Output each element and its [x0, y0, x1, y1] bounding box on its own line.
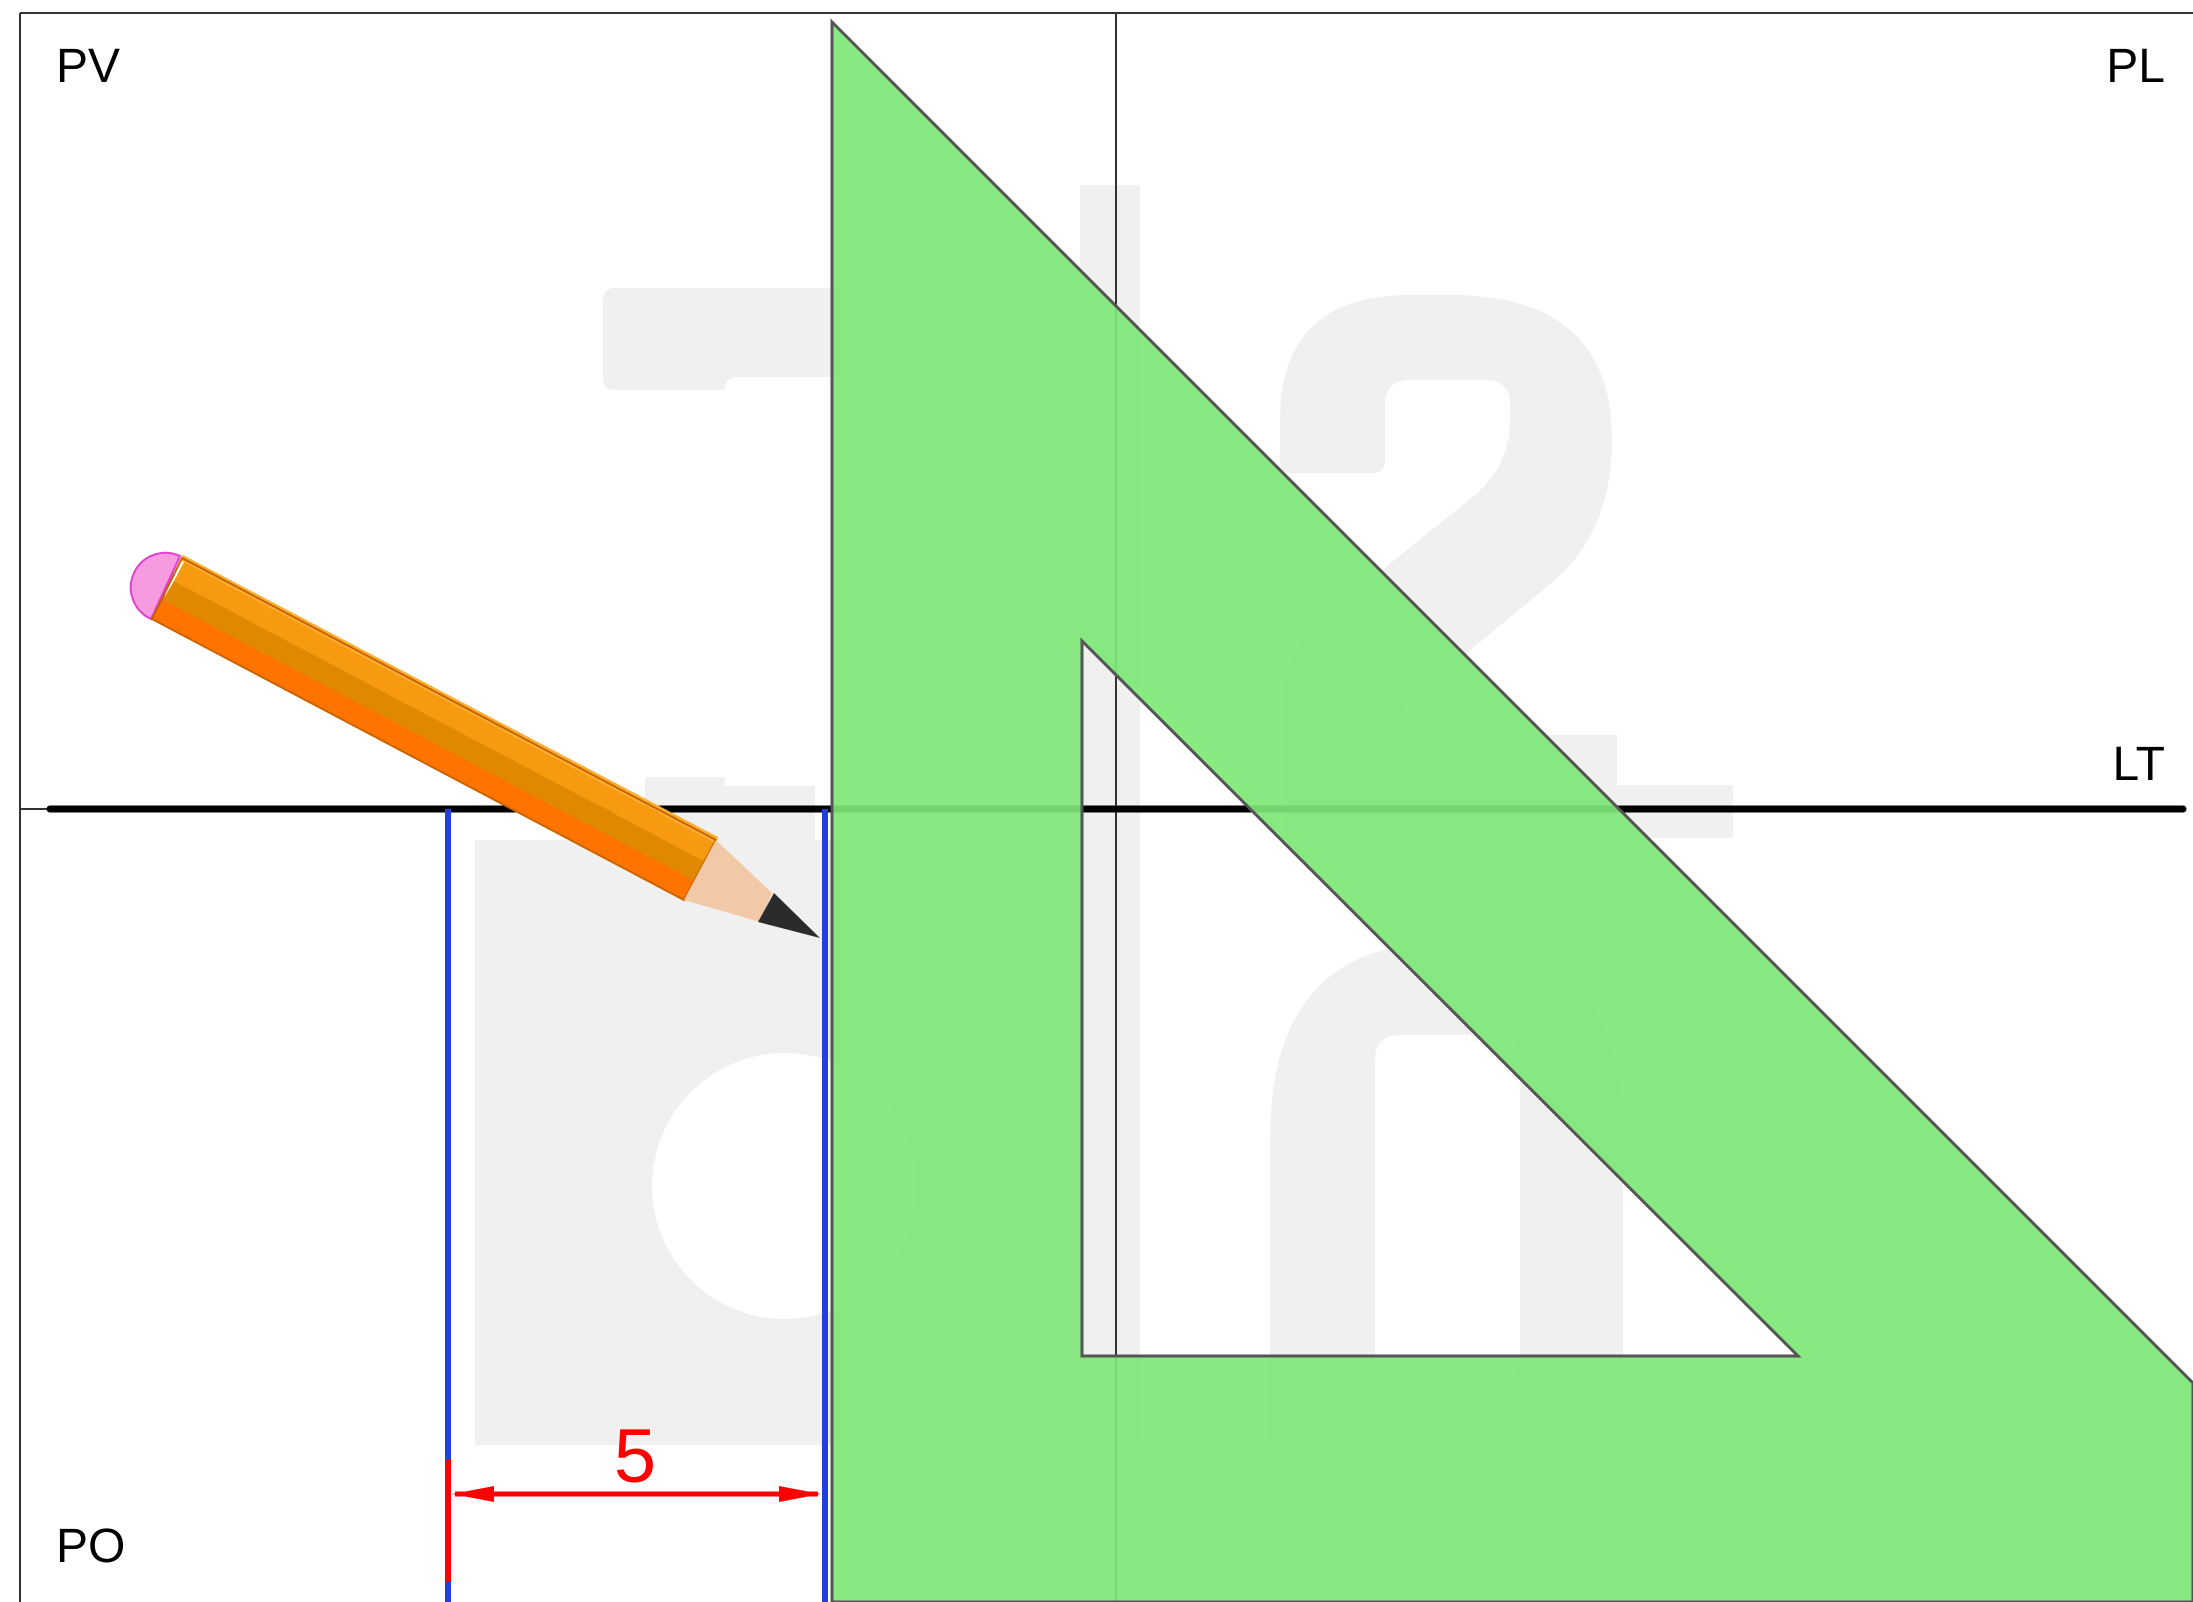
label-pl: PL	[2106, 40, 2165, 93]
projection-lines	[445, 809, 828, 1602]
dimension-value: 5	[614, 1414, 656, 1499]
pencil-wood	[684, 840, 772, 922]
set-square[interactable]	[830, 18, 2193, 1602]
pencil-eraser-cap	[129, 551, 182, 621]
set-square-body[interactable]	[830, 18, 2193, 1602]
pencil-body-mid	[163, 581, 706, 881]
pencil-lead	[758, 893, 820, 938]
label-lt: LT	[2113, 738, 2165, 791]
label-pv: PV	[56, 40, 120, 93]
plane-labels: PV PL LT PO	[56, 40, 2165, 1573]
pencil-body-light	[174, 562, 716, 862]
dimension-5: 5	[452, 1414, 821, 1502]
label-po: PO	[56, 1520, 125, 1573]
dimension-arrow-left	[452, 1486, 494, 1502]
pencil-icon[interactable]	[129, 551, 820, 938]
dimension-arrow-right	[779, 1486, 821, 1502]
